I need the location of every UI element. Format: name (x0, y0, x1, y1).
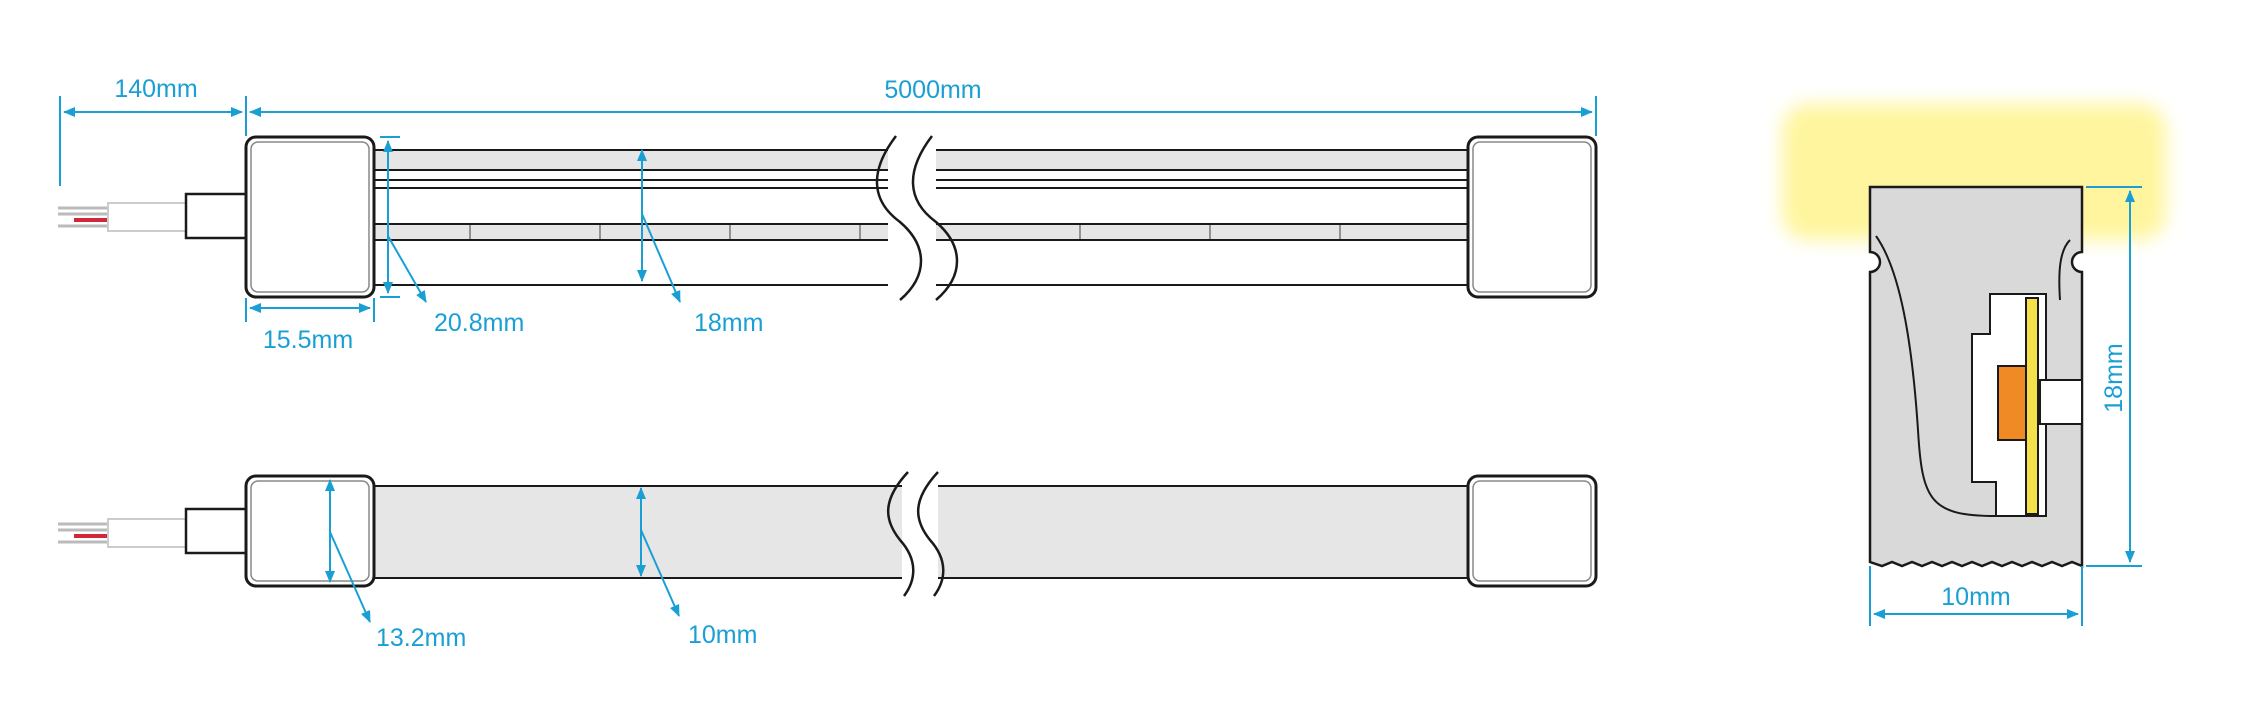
dimension-tube-height-top: 18mm (637, 149, 763, 337)
tube-width-bottom-label: 10mm (688, 621, 757, 649)
led-segment-ticks (469, 225, 1341, 239)
dimension-end-cap-height-top: 20.8mm (380, 136, 524, 337)
cable-wires (58, 202, 189, 232)
end-cap-left (244, 135, 376, 299)
cable-plug (184, 192, 250, 240)
end-cap-height-top-label: 20.8mm (434, 309, 524, 337)
dimension-profile-height: 18mm (2086, 186, 2142, 567)
dimension-end-cap-width-bottom: 13.2mm (325, 479, 466, 652)
dimension-tube-width-bottom: 10mm (636, 487, 757, 649)
break-mark-top (875, 130, 959, 302)
dimension-profile-width: 10mm (1869, 566, 2083, 626)
side-view (58, 130, 1598, 302)
end-cap-left-bottom (244, 474, 376, 588)
dimension-end-cap-length: 15.5mm (245, 298, 375, 354)
top-view (58, 470, 1598, 597)
tube-height-top-label: 18mm (694, 309, 763, 337)
total-length-label: 5000mm (884, 76, 981, 104)
profile-height-label: 18mm (2100, 343, 2128, 412)
end-cap-right (1466, 135, 1598, 299)
break-mark-bottom (887, 470, 945, 597)
dimension-total-length: 5000mm (245, 76, 1597, 136)
profile-width-label: 10mm (1941, 583, 2010, 611)
mounting-tab (2039, 379, 2083, 425)
dimension-cable-length: 140mm (59, 75, 243, 186)
led-chip (1997, 365, 2027, 441)
pcb (2025, 297, 2039, 515)
end-cap-width-bottom-label: 13.2mm (376, 624, 466, 652)
cable-wires-bottom (58, 518, 189, 548)
end-cap-right-bottom (1466, 474, 1598, 588)
cable-length-label: 140mm (114, 75, 197, 103)
end-cap-length-label: 15.5mm (263, 326, 353, 354)
cable-plug-bottom (184, 507, 250, 555)
cross-section-profile (1782, 104, 2166, 568)
